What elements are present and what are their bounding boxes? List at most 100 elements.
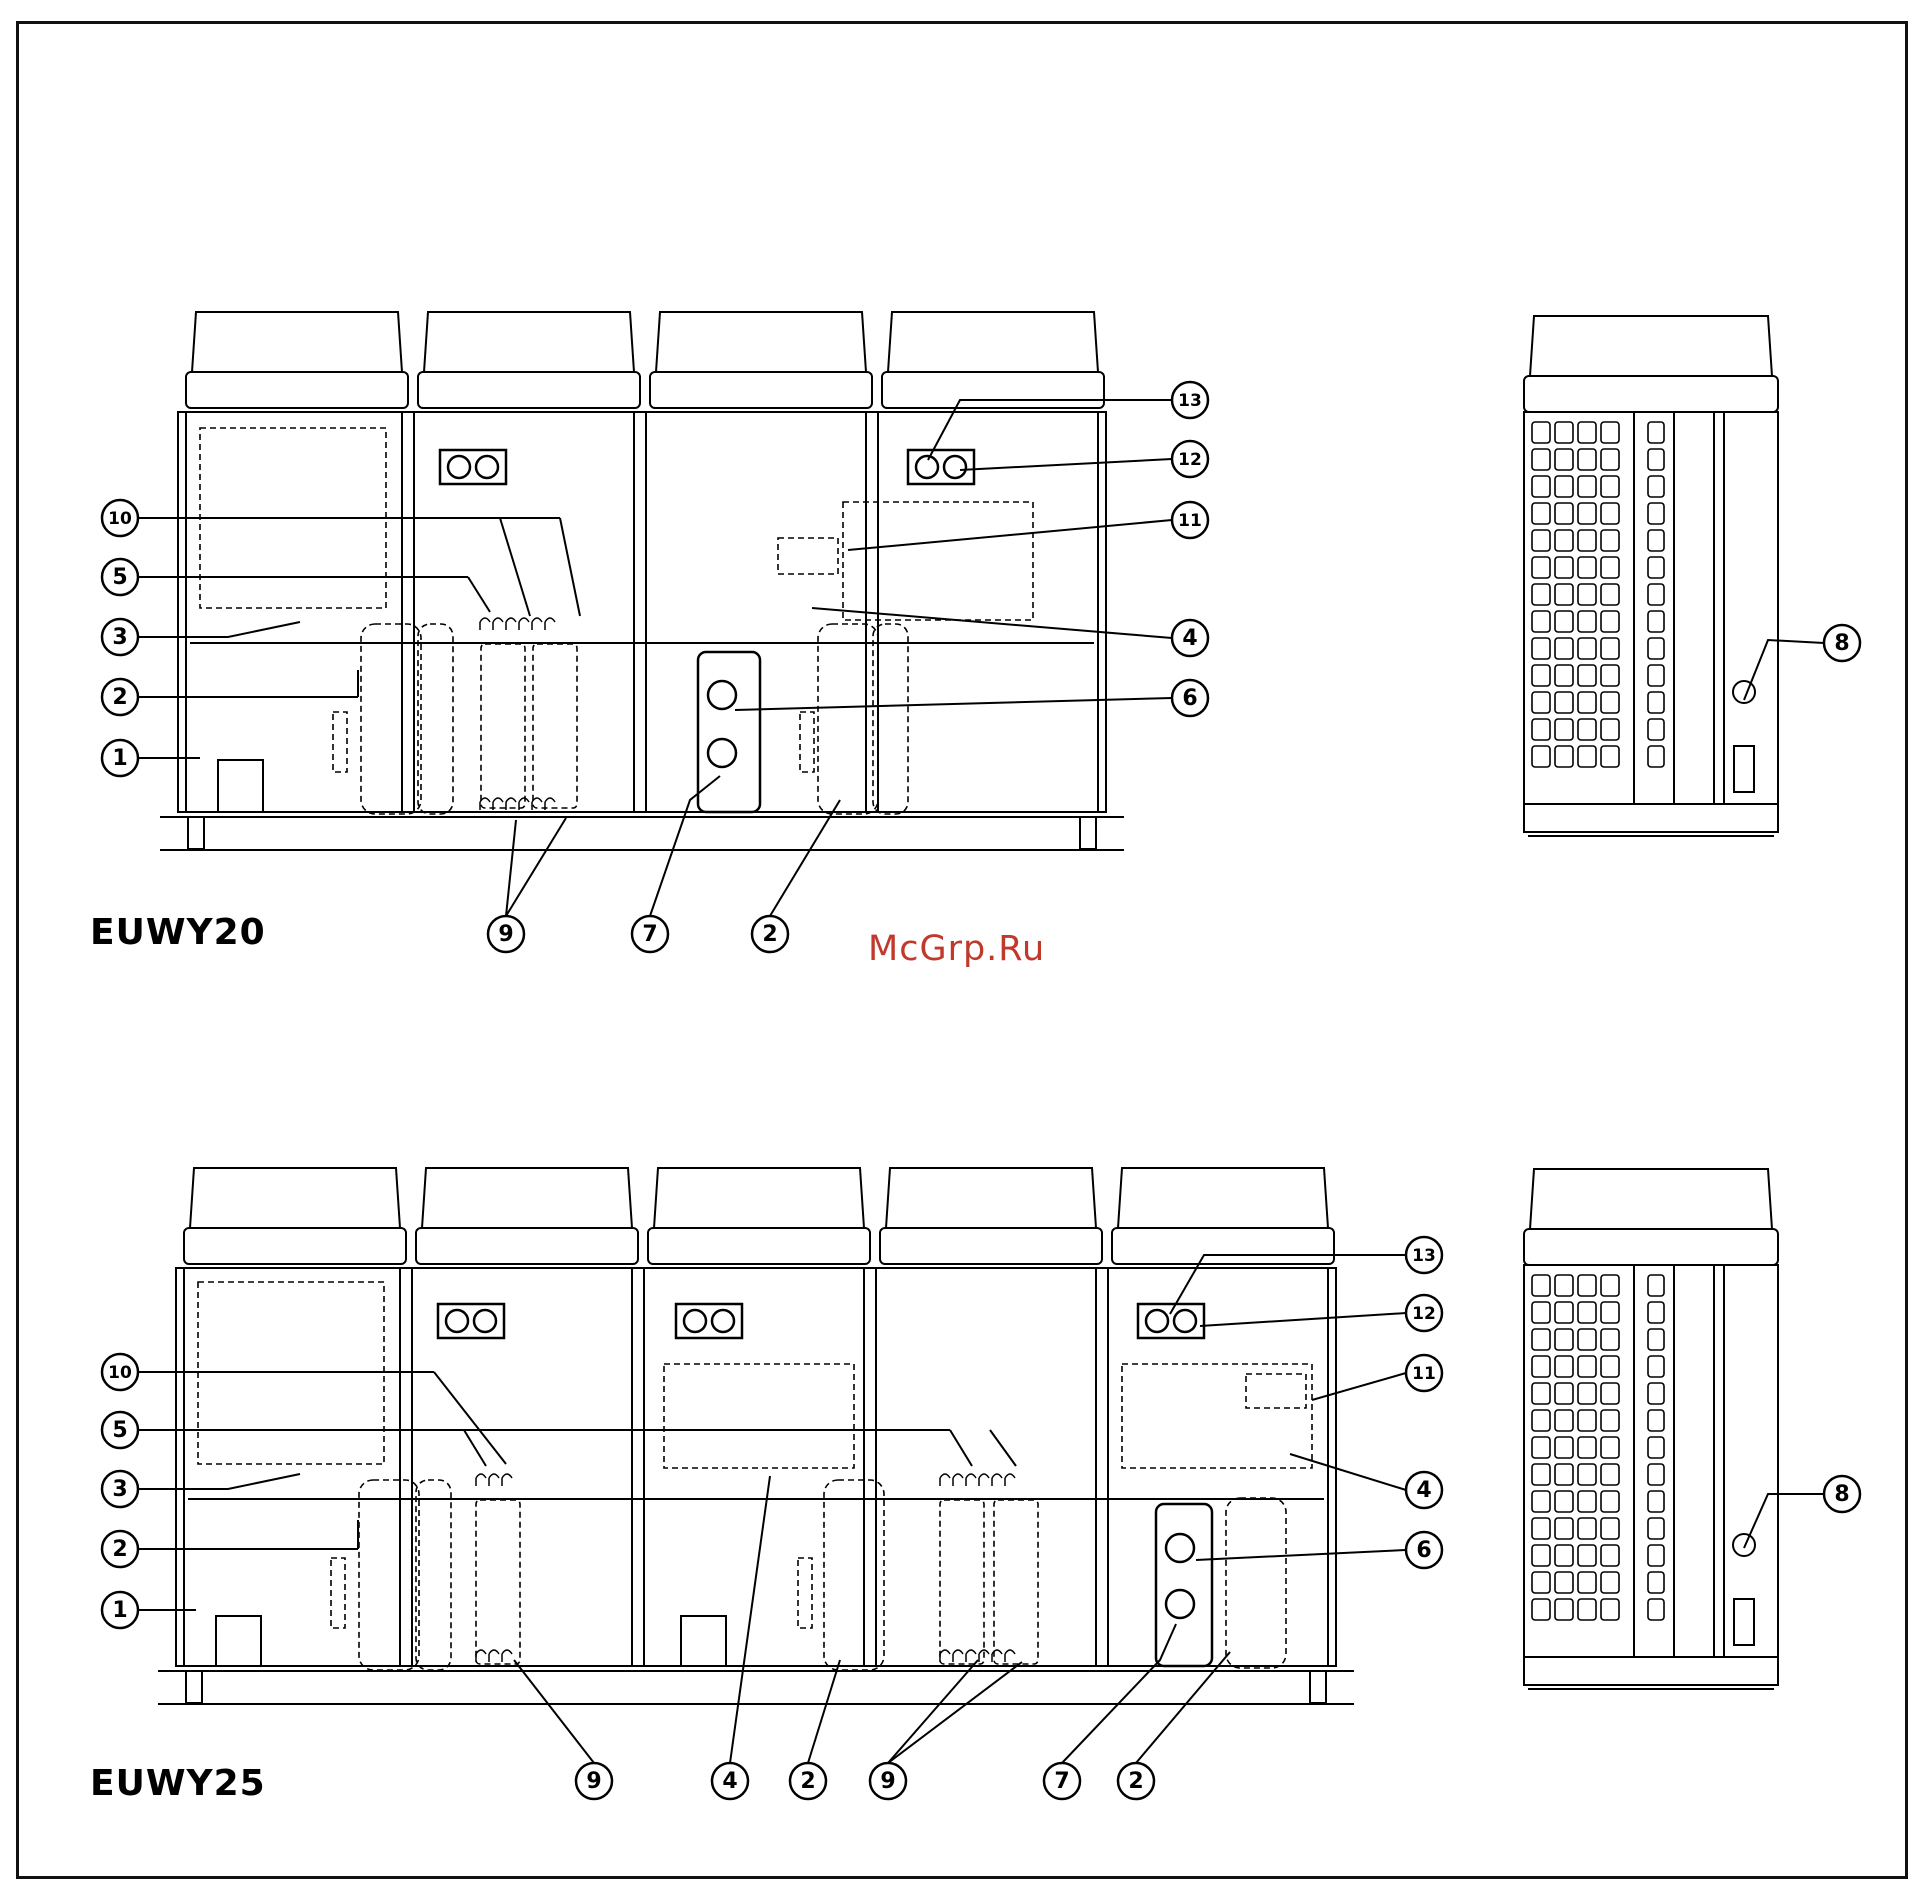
connector-plate	[440, 450, 506, 484]
grille-cell	[1578, 719, 1596, 740]
grille-cell	[1555, 611, 1573, 632]
fan-housing	[654, 1168, 864, 1228]
grille-cell	[1578, 1275, 1596, 1296]
pipe-connector	[908, 450, 974, 484]
grille-cell	[1578, 1572, 1596, 1593]
valve-symbol	[966, 1474, 976, 1478]
callout-number: 6	[1416, 1538, 1431, 1563]
grille-cell	[1532, 1437, 1550, 1458]
grille-cell	[1578, 1491, 1596, 1512]
grille-cell	[1555, 1329, 1573, 1350]
foot	[1080, 817, 1096, 849]
grille-cell	[1648, 1275, 1664, 1296]
grille-cell	[1578, 1383, 1596, 1404]
grille-cell	[1532, 1545, 1550, 1566]
gauge-port	[1733, 1534, 1755, 1556]
leader-line	[1196, 1550, 1406, 1560]
grille-cell	[1555, 1572, 1573, 1593]
grille-cell	[1555, 449, 1573, 470]
fan-housing	[192, 312, 402, 372]
pipe-connector	[676, 1304, 742, 1338]
grille-cell	[1532, 449, 1550, 470]
valve-symbol	[519, 618, 529, 622]
euwy25-drawing: 123510131211468942972	[102, 1168, 1860, 1799]
valve-symbol	[493, 798, 503, 802]
leader-line	[434, 1372, 506, 1464]
grille-cell	[1532, 1491, 1550, 1512]
grille-cell	[1578, 1410, 1596, 1431]
valve-symbol	[519, 798, 529, 802]
grille-cell	[1578, 503, 1596, 524]
electrical-box-outline	[1246, 1374, 1306, 1408]
grille-cell	[1648, 1572, 1664, 1593]
grille-cell	[1648, 1491, 1664, 1512]
grille-cell	[1601, 422, 1619, 443]
connector-plate	[438, 1304, 504, 1338]
callout-number: 2	[1128, 1769, 1143, 1794]
compressor-outline	[418, 624, 453, 814]
compressor-outline	[359, 1480, 419, 1670]
leader-line	[1744, 1494, 1824, 1548]
callout-number: 10	[108, 1363, 132, 1383]
callout-2: 2	[1118, 1763, 1154, 1799]
grille-cell	[1532, 1599, 1550, 1620]
grille-cell	[1578, 1599, 1596, 1620]
callout-number: 1	[112, 746, 127, 771]
valve-symbol	[506, 618, 516, 622]
fan-base	[880, 1228, 1102, 1264]
grille-cell	[1648, 503, 1664, 524]
callout-5: 5	[102, 1412, 138, 1448]
valve-symbol	[940, 1650, 950, 1654]
valve-symbol	[476, 1650, 486, 1654]
callout-number: 8	[1834, 1482, 1849, 1507]
callout-number: 13	[1178, 391, 1202, 411]
grille-cell	[1578, 692, 1596, 713]
callout-4: 4	[1172, 620, 1208, 656]
leader-line	[808, 1660, 840, 1763]
fan-base	[650, 372, 872, 408]
leader-line	[138, 1474, 300, 1489]
grille-cell	[1578, 1464, 1596, 1485]
grille-cell	[1555, 530, 1573, 551]
fan-housing	[422, 1168, 632, 1228]
grille-cell	[1648, 449, 1664, 470]
connector-plate	[1138, 1304, 1204, 1338]
callout-3: 3	[102, 1471, 138, 1507]
grille-cell	[1532, 1464, 1550, 1485]
grille-cell	[1532, 422, 1550, 443]
grille-cell	[1555, 503, 1573, 524]
callout-number: 9	[498, 922, 513, 947]
evaporator-outline	[533, 644, 577, 808]
grille-cell	[1555, 476, 1573, 497]
compressor-outline	[361, 624, 421, 814]
grille-cell	[1648, 1437, 1664, 1458]
grille-cell	[1578, 1518, 1596, 1539]
valve-symbol	[992, 1474, 1002, 1478]
grille-cell	[1532, 1383, 1550, 1404]
grille-cell	[1555, 557, 1573, 578]
callout-number: 3	[112, 1477, 127, 1502]
leader-line	[560, 518, 580, 616]
callout-13: 13	[1172, 382, 1208, 418]
sight-window	[1734, 746, 1754, 792]
callout-number: 8	[1834, 631, 1849, 656]
callout-7: 7	[1044, 1763, 1080, 1799]
leader-line	[1200, 1313, 1406, 1326]
grille-cell	[1601, 1599, 1619, 1620]
callout-1: 1	[102, 740, 138, 776]
grille-cell	[1578, 1329, 1596, 1350]
grille-cell	[1578, 422, 1596, 443]
control-box-outline	[843, 502, 1033, 620]
callout-13: 13	[1406, 1237, 1442, 1273]
callout-number: 7	[642, 922, 657, 947]
callout-number: 2	[112, 685, 127, 710]
callout-4: 4	[712, 1763, 748, 1799]
leader-line	[514, 1660, 594, 1763]
grille-cell	[1601, 1275, 1619, 1296]
foot	[1310, 1671, 1326, 1703]
grille-cell	[1532, 1518, 1550, 1539]
valve-symbol	[979, 1474, 989, 1478]
side-panel	[1524, 412, 1778, 832]
grille-cell	[1648, 1410, 1664, 1431]
grille-cell	[1555, 692, 1573, 713]
